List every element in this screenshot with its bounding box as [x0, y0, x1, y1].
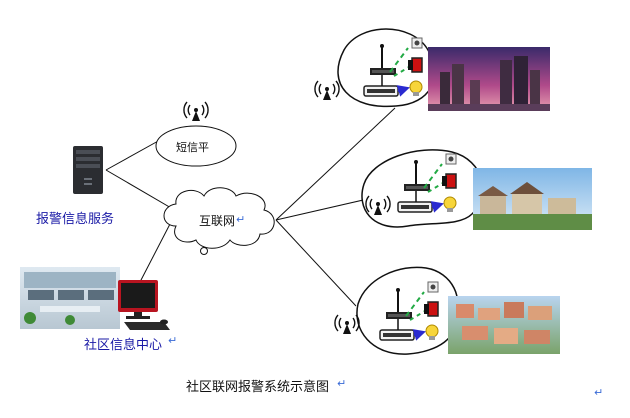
- monitor-icon: [118, 280, 170, 330]
- internet-return-mark: ↵: [236, 213, 246, 226]
- building-photo-2: [473, 168, 592, 230]
- server-icon: [73, 146, 103, 194]
- diagram-title: 社区联网报警系统示意图: [186, 380, 330, 395]
- sms-label: 短信平: [176, 141, 209, 154]
- site-1-antenna-icon: [314, 80, 340, 101]
- link-server-internet: [105, 169, 179, 213]
- link-server-sms: [105, 139, 161, 171]
- center-return-mark: ↵: [168, 334, 178, 347]
- sms-antenna-icon: [183, 101, 209, 122]
- site-2: [361, 149, 592, 230]
- link-internet-site1: [275, 107, 396, 221]
- site-1: [314, 28, 550, 111]
- center-label: 社区信息中心: [84, 338, 163, 353]
- internet-label: 互联网: [199, 214, 236, 228]
- page-return-mark: ↵: [594, 386, 604, 399]
- links: [105, 107, 396, 307]
- title-return-mark: ↵: [337, 377, 347, 390]
- office-photo: [20, 267, 120, 329]
- link-internet-site3: [275, 219, 357, 307]
- cloud-plug-icon: [200, 247, 208, 255]
- building-photo-3: [448, 296, 560, 354]
- building-photo-1: [428, 47, 550, 111]
- link-center-internet: [139, 223, 171, 283]
- server-label: 报警信息服务: [36, 212, 115, 227]
- site-3-antenna-icon: [334, 314, 360, 335]
- sms-node: [155, 101, 237, 167]
- site-3: [334, 266, 560, 355]
- internet-cloud: [163, 187, 275, 255]
